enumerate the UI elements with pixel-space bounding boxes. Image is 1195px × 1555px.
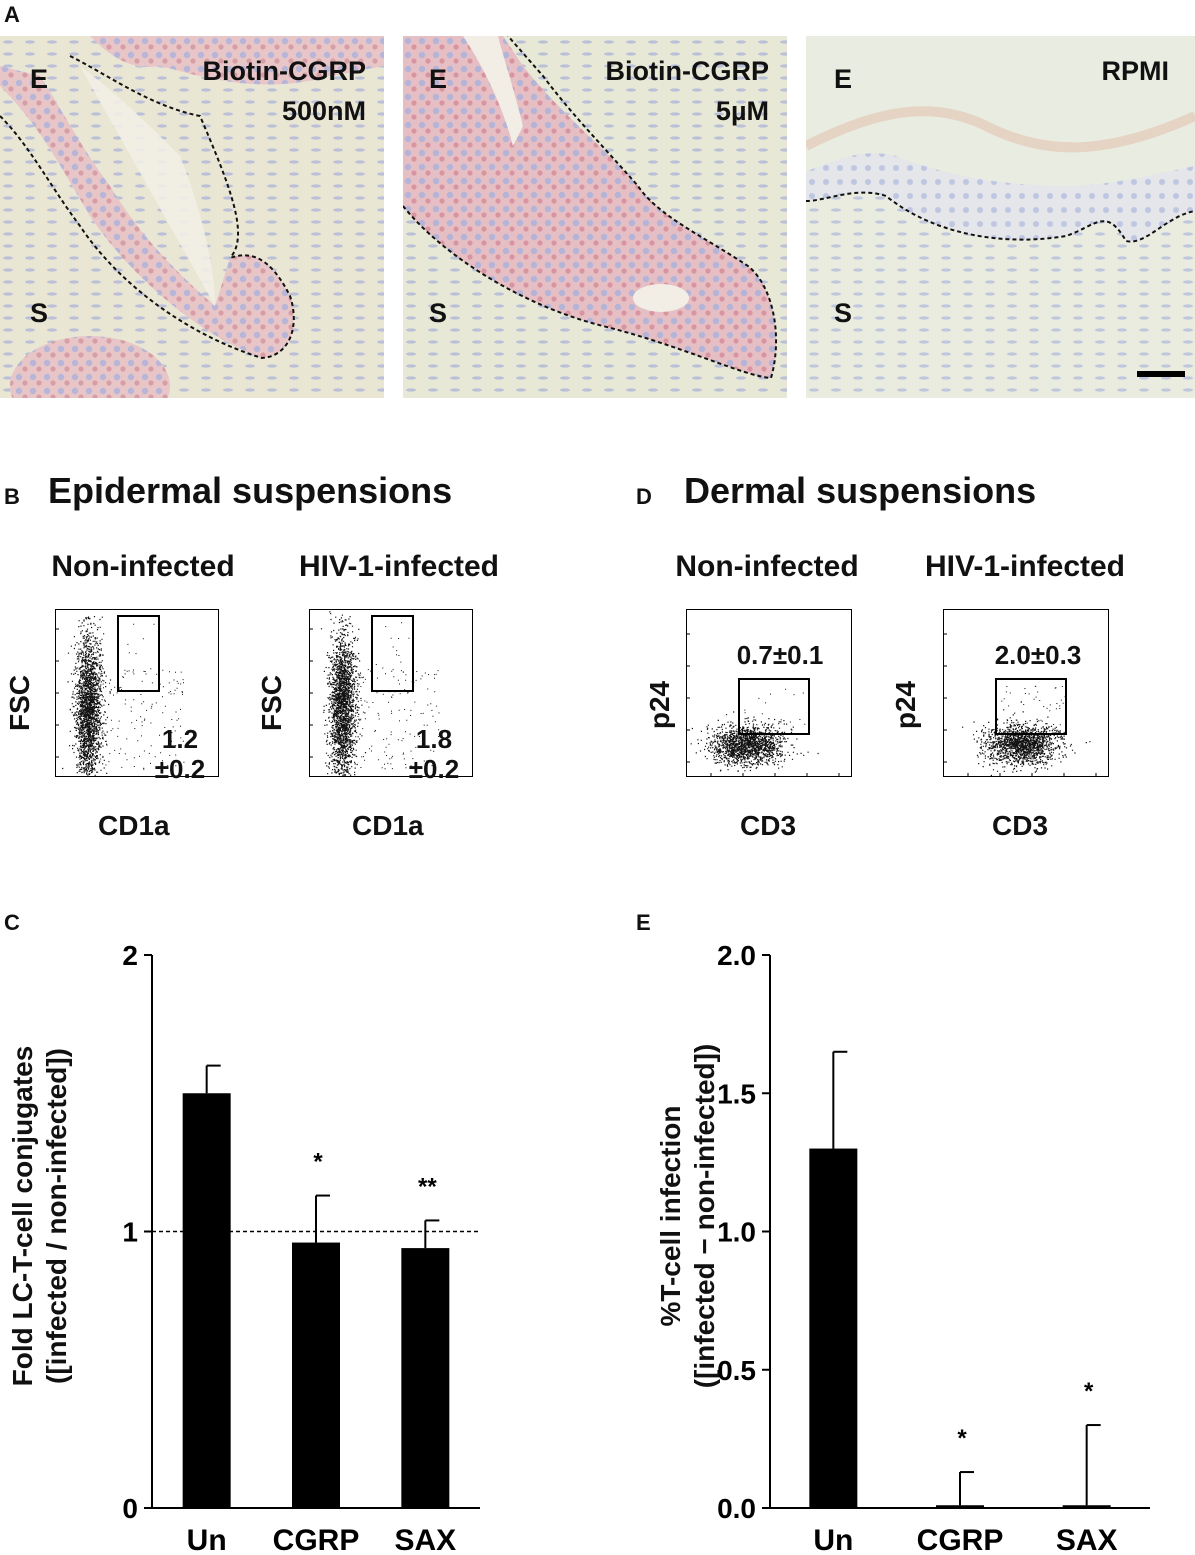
bar	[809, 1148, 858, 1508]
flow-y-axis-label: p24	[644, 680, 675, 730]
flow-condition-label: Non-infected	[51, 550, 235, 583]
y-tick-label: 0.5	[717, 1355, 756, 1386]
y-tick-label: 1	[122, 1217, 138, 1248]
chart-e: 0.0 0.5 1.0 1.5 2.0Un * CGRP * SAX	[717, 940, 1150, 1555]
panel-d-letter: D	[636, 484, 652, 509]
gate-value-sem: ±0.2	[408, 754, 460, 784]
x-tick-label: CGRP	[273, 1524, 360, 1555]
bar	[292, 1242, 340, 1508]
flow-condition-label: Non-infected	[675, 550, 859, 583]
flow-events	[320, 611, 440, 776]
chart-c-y-axis-label-line1: Fold LC-T-cell conjugates	[7, 1045, 38, 1387]
x-tick-label: Un	[813, 1524, 853, 1555]
chart-c: 0 1 2Un * CGRP ** SAX	[122, 940, 480, 1555]
flow-condition-label: HIV-1-infected	[298, 550, 500, 583]
histology-drawing	[0, 36, 384, 398]
y-tick-label: 1.0	[717, 1217, 756, 1248]
stroma-label: S	[429, 298, 448, 328]
image-treatment-label: RPMI	[1101, 56, 1170, 86]
flow-plot-frame	[309, 609, 473, 777]
flow-x-axis-label: CD1a	[98, 810, 170, 841]
flow-x-axis-label: CD1a	[352, 810, 424, 841]
x-tick-label: Un	[187, 1524, 227, 1555]
gate-value-mean: 1.8	[415, 724, 453, 754]
epidermis-label: E	[429, 64, 448, 94]
panel-b-letter: B	[4, 484, 20, 509]
flow-plot-dermal-noninfected	[686, 609, 852, 777]
significance-marker: *	[313, 1149, 323, 1176]
flow-plot-epidermal-infected	[309, 609, 473, 777]
x-tick-label: SAX	[1056, 1524, 1118, 1555]
bar	[401, 1248, 450, 1508]
flow-plot-dermal-infected	[943, 609, 1109, 777]
image-treatment-label: Biotin-CGRP	[605, 56, 769, 86]
dermal-title: Dermal suspensions	[684, 470, 1037, 511]
flow-x-axis-label: CD3	[740, 810, 797, 841]
flow-condition-label: HIV-1-infected	[924, 550, 1126, 583]
flow-gate	[995, 678, 1067, 735]
epidermis-label: E	[30, 64, 49, 94]
y-tick-label: 0	[122, 1493, 138, 1524]
y-tick-label: 2	[122, 940, 138, 971]
bar	[936, 1505, 984, 1508]
flow-gate	[738, 678, 810, 735]
stroma-label: S	[30, 298, 49, 328]
histology-drawing	[403, 36, 787, 398]
significance-marker: **	[418, 1173, 437, 1200]
panel-c-letter: C	[4, 910, 20, 935]
histology-image-5um: Biotin-CGRP 5µM E S	[403, 36, 787, 398]
chart-e-y-axis-label-line1: %T-cell infection	[655, 1105, 686, 1327]
x-tick-label: SAX	[394, 1524, 456, 1555]
histology-drawing	[806, 36, 1195, 398]
image-dose-label: 5µM	[715, 96, 769, 126]
y-tick-label: 0.0	[717, 1493, 756, 1524]
flow-gate	[117, 615, 160, 692]
gate-value: 2.0±0.3	[994, 640, 1082, 670]
panel-a-letter: A	[4, 2, 20, 27]
chart-c-y-axis-label-line2: ([infected / non-infected])	[41, 1048, 72, 1384]
gate-value-sem: ±0.2	[154, 754, 206, 784]
gate-value: 0.7±0.1	[736, 640, 824, 670]
image-treatment-label: Biotin-CGRP	[202, 56, 366, 86]
flow-events	[62, 616, 185, 776]
y-tick-label: 2.0	[717, 940, 756, 971]
epidermis-label: E	[834, 64, 853, 94]
gate-value: 1.8 ±0.2	[402, 724, 466, 784]
y-tick-label: 1.5	[717, 1078, 756, 1109]
x-tick-label: CGRP	[917, 1524, 1004, 1555]
scale-bar	[1137, 371, 1185, 377]
bar	[182, 1093, 231, 1508]
image-dose-label: 500nM	[281, 96, 366, 126]
stroma-label: S	[834, 298, 853, 328]
flow-gate	[371, 615, 414, 692]
flow-y-axis-label: FSC	[4, 675, 35, 731]
significance-marker: *	[957, 1425, 967, 1452]
flow-events	[962, 685, 1091, 777]
histology-image-500nm: Biotin-CGRP 500nM E S	[0, 36, 384, 398]
flow-y-axis-label: FSC	[256, 675, 287, 731]
gate-value-mean: 1.2	[161, 724, 199, 754]
flow-events	[690, 688, 819, 772]
flow-plot-epidermal-noninfected	[55, 609, 219, 777]
histology-image-rpmi: RPMI E S	[806, 36, 1195, 398]
flow-x-axis-label: CD3	[992, 810, 1049, 841]
epidermal-title: Epidermal suspensions	[48, 470, 453, 511]
chart-c-y-axis-label: Fold LC-T-cell conjugates ([infected / n…	[6, 1016, 78, 1416]
flow-y-axis-label: p24	[890, 680, 921, 730]
gate-value: 1.2 ±0.2	[148, 724, 212, 784]
panel-e-letter: E	[636, 910, 651, 935]
bar	[1062, 1505, 1111, 1508]
significance-marker: *	[1084, 1378, 1094, 1405]
